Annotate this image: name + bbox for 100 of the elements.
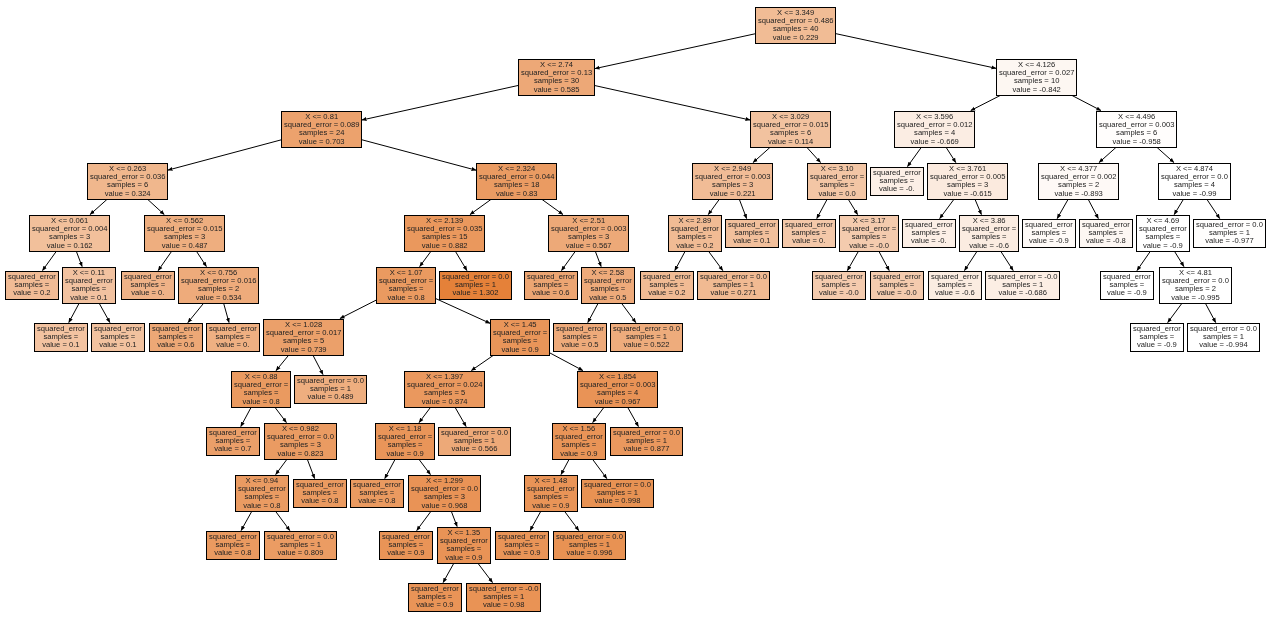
tree-node-box <box>1158 162 1231 200</box>
tree-node-box <box>553 322 607 352</box>
tree-node-box <box>5 270 59 300</box>
tree-node-box <box>375 422 436 460</box>
arrow <box>847 199 859 215</box>
arrow <box>418 407 431 423</box>
arrow <box>275 459 288 475</box>
tree-node-box <box>1136 214 1190 252</box>
arrow <box>1173 199 1184 215</box>
tree-node-box <box>144 214 226 252</box>
tree-node-box <box>91 322 145 352</box>
tree-node-box <box>581 478 654 508</box>
tree-node-box <box>281 110 363 148</box>
arrow <box>470 355 494 371</box>
arrow <box>42 251 57 271</box>
tree-node-box <box>1022 218 1076 248</box>
arrow <box>945 147 957 163</box>
tree-node-box <box>553 530 626 560</box>
tree-node-box <box>376 266 437 304</box>
arrow <box>708 251 724 271</box>
arrow <box>274 407 287 423</box>
arrow <box>1087 199 1099 219</box>
arrow <box>416 511 432 531</box>
arrow <box>339 299 377 319</box>
tree-node-box <box>438 426 511 456</box>
tree-node-box <box>1038 162 1120 200</box>
tree-node-box <box>668 214 722 252</box>
arrow <box>752 147 771 163</box>
tree-node-box <box>928 270 982 300</box>
tree-node-box <box>524 270 578 300</box>
tree-node-box <box>552 422 606 460</box>
tree-node-box <box>29 214 111 252</box>
tree-node-box <box>1079 218 1133 248</box>
tree-node-box <box>750 110 832 148</box>
tree-node-box <box>34 322 88 352</box>
tree-node-box <box>264 530 337 560</box>
tree-node-box <box>408 582 462 612</box>
arrow <box>592 459 608 479</box>
tree-node-box <box>439 270 512 300</box>
tree-node-box <box>1187 322 1260 352</box>
tree-node-box <box>755 6 837 44</box>
tree-node-box <box>1159 266 1232 304</box>
arrow <box>418 459 431 475</box>
tree-node-box <box>404 214 486 252</box>
arrow <box>1206 199 1221 219</box>
arrow <box>1098 147 1117 163</box>
arrow <box>419 251 432 267</box>
arrow <box>1174 251 1185 267</box>
arrow <box>674 251 686 271</box>
arrow <box>477 563 493 583</box>
tree-node-box <box>149 322 203 352</box>
arrow <box>98 303 111 323</box>
arrow <box>223 303 230 323</box>
tree-node-box <box>870 166 924 196</box>
tree-node-box <box>870 270 924 300</box>
tree-node-box <box>490 318 551 356</box>
arrow <box>974 199 982 215</box>
arrow <box>275 511 291 531</box>
arrow <box>878 251 890 271</box>
tree-node-box <box>263 318 345 356</box>
tree-node-box <box>807 162 868 200</box>
arrow <box>621 303 637 323</box>
arrow <box>275 355 289 371</box>
arrow <box>939 199 955 219</box>
tree-node-box <box>725 218 779 248</box>
arrow <box>312 355 324 375</box>
arrow <box>1056 199 1069 219</box>
tree-node-box <box>62 266 116 304</box>
tree-node-box <box>350 478 404 508</box>
tree-node-box <box>206 322 260 352</box>
arrow <box>529 511 542 531</box>
arrow <box>450 511 458 527</box>
arrow <box>187 303 204 323</box>
tree-node-box <box>293 478 347 508</box>
tree-node-box <box>264 422 337 460</box>
tree-node-box <box>437 526 491 564</box>
tree-node-box <box>782 218 836 248</box>
tree-node-box <box>404 370 486 408</box>
arrow <box>1000 251 1014 271</box>
arrow <box>738 199 748 219</box>
arrow <box>240 407 252 427</box>
arrow <box>196 251 207 267</box>
tree-node-box <box>466 582 542 612</box>
arrow <box>442 563 455 583</box>
tree-node-box <box>495 530 549 560</box>
tree-node-box <box>959 214 1020 252</box>
arrow <box>240 511 253 531</box>
tree-node-box <box>231 370 292 408</box>
tree-node-box <box>206 530 260 560</box>
tree-node-box <box>548 214 630 252</box>
arrow <box>89 199 108 215</box>
arrow <box>707 199 720 215</box>
arrow <box>541 199 564 215</box>
tree-node-box <box>581 266 635 304</box>
tree-node-box <box>235 474 289 512</box>
tree-node-box <box>524 474 578 512</box>
tree-node-box <box>812 270 866 300</box>
arrow <box>454 407 467 427</box>
tree-node-box <box>996 58 1078 96</box>
arrow <box>970 95 1001 111</box>
